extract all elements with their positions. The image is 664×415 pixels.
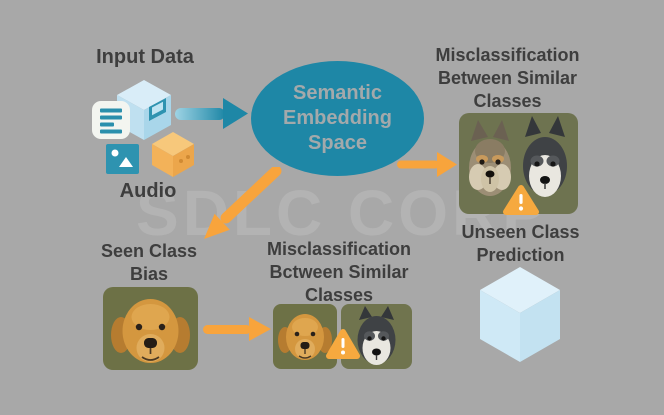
unseen-class-line-1: Unseen Class <box>461 222 580 242</box>
arrow-embedding-to-seen-bias <box>204 167 282 239</box>
audio-label: Audio <box>119 180 177 202</box>
embedding-line-3: Space <box>308 132 367 154</box>
prediction-cube-icon <box>480 267 560 362</box>
embedding-line-1: Semantic <box>293 82 382 104</box>
document-icon <box>92 101 130 139</box>
unseen-class-line-2: Prediction <box>476 245 565 265</box>
seen-bias-line-1: Seen Class <box>100 241 198 261</box>
misclassification-top-line-2: Between Similar <box>437 68 578 88</box>
warning-triangle-icon <box>503 185 539 215</box>
audio-cube-icon <box>152 132 194 177</box>
warning-triangle-icon <box>326 329 360 359</box>
arrow-input-to-embedding <box>175 98 248 129</box>
seen-bias-line-2: Bias <box>129 264 169 284</box>
semantic-embedding-space-node: Semantic Embedding Space <box>251 61 424 176</box>
misclassification-bottom-heading: Misclassification Bctween Similar Classe… <box>255 238 423 307</box>
arrow-seen-bias-to-misclassification <box>203 317 271 341</box>
image-icon <box>106 144 139 174</box>
misclassification-top-line-3: Classes <box>473 91 542 111</box>
misclassification-bottom-line-2: Bctween Similar <box>269 262 409 282</box>
misclassification-bottom-line-1: Misclassification <box>266 239 412 259</box>
golden-dog-small-image <box>273 304 337 369</box>
misclassification-bottom-line-3: Classes <box>304 285 374 305</box>
arrow-embedding-to-misclassification <box>397 152 457 177</box>
misclassification-top-heading: Misclassification Between Similar Classe… <box>425 44 590 113</box>
seen-class-bias-heading: Seen Class Bias <box>85 240 213 286</box>
misclassification-top-line-1: Misclassification <box>435 45 580 65</box>
golden-dog-image <box>103 287 198 370</box>
unseen-class-heading: Unseen Class Prediction <box>448 221 593 267</box>
embedding-line-2: Embedding <box>283 107 392 129</box>
husky-small-image <box>341 304 412 369</box>
input-data-label: Input Data <box>96 46 194 68</box>
wolf-husky-image <box>459 113 578 214</box>
